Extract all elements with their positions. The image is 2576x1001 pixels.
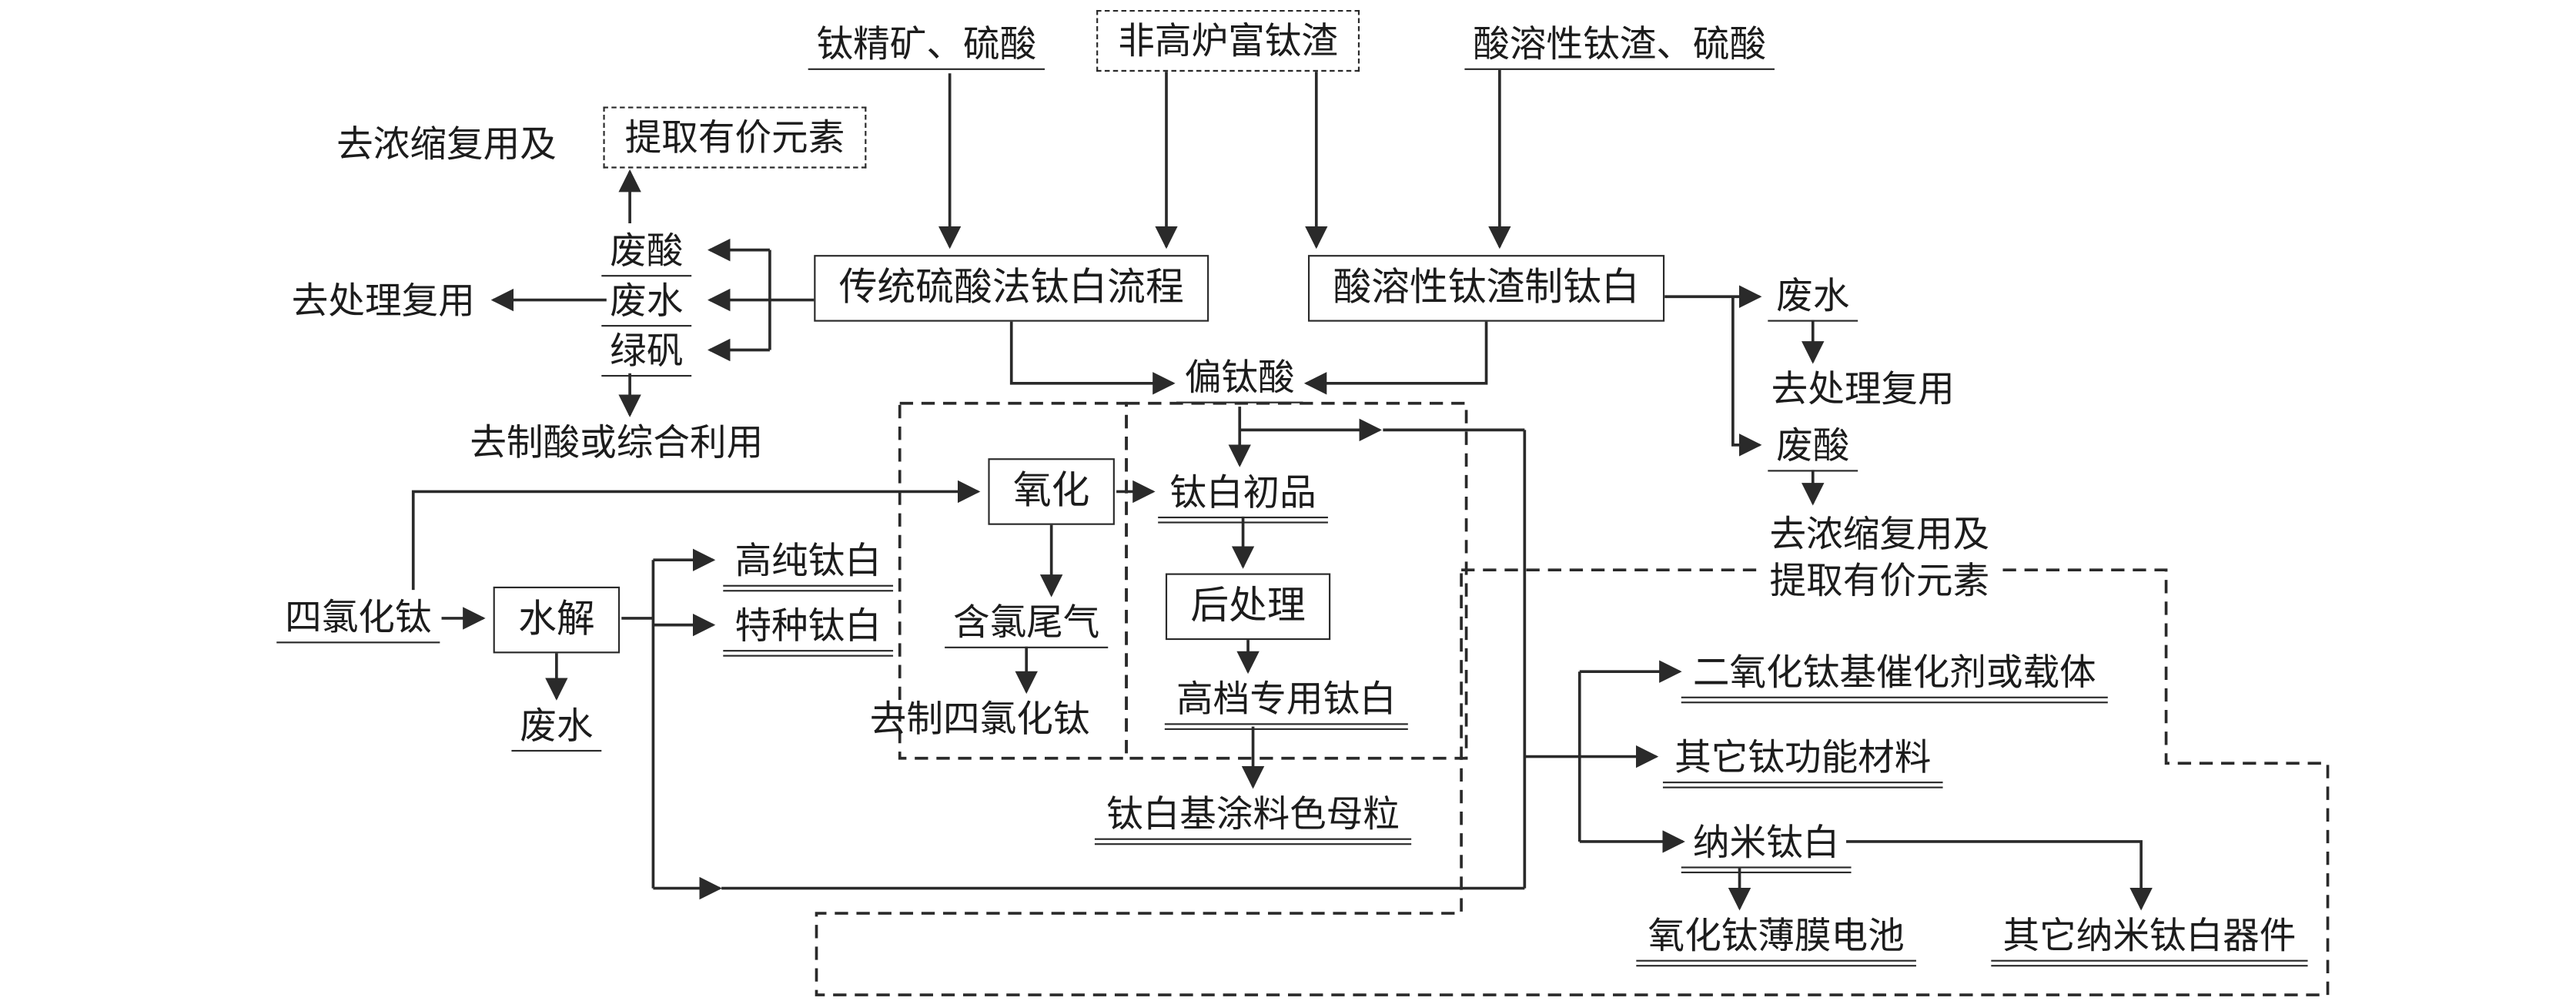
- flow-arrow-group: [411, 69, 2153, 911]
- node-titanium-oxide-film-battery: 氧化钛薄膜电池: [1636, 915, 1916, 967]
- node-waste-acid-left: 废酸: [601, 230, 692, 277]
- node-ticl4: 四氯化钛: [276, 597, 440, 644]
- node-special-titanium-white: 特种钛白: [723, 605, 894, 658]
- node-tio2-catalyst-or-carrier: 二氧化钛基催化剂或载体: [1681, 651, 2108, 704]
- dashed-region-oxidation-column: [898, 401, 1128, 760]
- node-non-blast-furnace-slag: 非高炉富钛渣: [1096, 9, 1360, 72]
- node-ti-ore-acid: 钛精矿、硫酸: [808, 23, 1045, 71]
- connector-lines: [621, 249, 1581, 890]
- node-nano-titanium-white: 纳米钛白: [1681, 822, 1852, 874]
- node-metatitanic-acid: 偏钛酸: [1176, 357, 1303, 404]
- node-premium-titanium-white: 高档专用钛白: [1164, 678, 1408, 731]
- dashed-region-applications: [815, 568, 2330, 996]
- node-to-concentrate-reuse-right-line2: 提取有价元素: [1769, 560, 1990, 602]
- node-waste-water-hydrolysis: 废水: [511, 705, 602, 752]
- node-to-make-ticl4: 去制四氯化钛: [869, 698, 1090, 740]
- node-traditional-sulfate-process: 传统硫酸法钛白流程: [814, 255, 1209, 323]
- node-crude-titanium-white: 钛白初品: [1158, 471, 1328, 524]
- node-waste-water-left: 废水: [601, 280, 692, 327]
- node-coating-masterbatch: 钛白基涂料色母粒: [1094, 793, 1412, 845]
- node-oxidation: 氧化: [988, 458, 1115, 526]
- node-post-treatment: 后处理: [1165, 573, 1331, 641]
- node-extract-valuable-elements: 提取有价元素: [603, 106, 867, 169]
- node-to-concentrate-reuse-right-line1: 去浓缩复用及: [1769, 513, 1990, 555]
- node-chlorine-tail-gas: 含氯尾气: [945, 601, 1109, 649]
- node-acid-soluble-slag-process: 酸溶性钛渣制钛白: [1307, 255, 1665, 323]
- node-to-concentrate-reuse-left: 去浓缩复用及: [336, 123, 557, 166]
- node-high-purity-titanium-white: 高纯钛白: [723, 540, 894, 592]
- node-to-concentrate-reuse-right: 去浓缩复用及 提取有价元素: [1759, 510, 2000, 607]
- node-to-treatment-reuse-left: 去处理复用: [291, 280, 475, 322]
- node-to-acid-making-or-utilization: 去制酸或综合利用: [470, 421, 764, 464]
- dashed-region-group: [815, 401, 2330, 996]
- node-waste-acid-right: 废酸: [1768, 425, 1858, 473]
- node-green-vitriol: 绿矾: [601, 330, 692, 377]
- node-hydrolysis: 水解: [493, 586, 621, 654]
- node-other-nano-ti-white-devices: 其它纳米钛白器件: [1991, 915, 2308, 967]
- node-to-treatment-reuse-right: 去处理复用: [1771, 368, 1955, 410]
- node-acid-soluble-slag-acid: 酸溶性钛渣、硫酸: [1464, 23, 1775, 71]
- node-waste-water-right: 废水: [1768, 275, 1858, 323]
- node-other-ti-functional-materials: 其它钛功能材料: [1662, 737, 1943, 789]
